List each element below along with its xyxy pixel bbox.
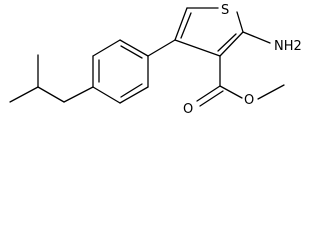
bond [174, 39, 221, 57]
bond [119, 86, 149, 104]
sulfur-atom-label: S [221, 3, 229, 18]
ester-oxygen-label: O [244, 93, 254, 108]
double-bond-inner [180, 12, 192, 39]
thiophene-ring [174, 7, 244, 57]
carbonyl-bond [199, 90, 224, 107]
amine-label: NH2 [274, 39, 302, 54]
amine-bond [242, 31, 271, 44]
double-bond-inner [120, 45, 143, 59]
double-bond-inner [120, 83, 143, 98]
bond [119, 39, 149, 57]
isobutyl-group [9, 54, 94, 103]
double-bond-inner [217, 33, 237, 52]
bond [9, 86, 39, 103]
methyl-bond [257, 84, 285, 100]
bond [92, 39, 121, 57]
aryl-link-bond [147, 39, 176, 57]
carbonyl-oxygen-label: O [183, 102, 193, 117]
bond [219, 31, 244, 57]
bond [219, 85, 243, 99]
bond [92, 86, 121, 104]
bond [37, 86, 65, 103]
bond [63, 86, 94, 103]
structure-drawing: S NH2 O O [9, 3, 302, 117]
bond [236, 11, 244, 33]
ester-group [196, 55, 285, 107]
molecule-structure: S NH2 O O [9, 3, 302, 117]
bond [174, 7, 188, 41]
carbonyl-bond [196, 85, 221, 102]
benzene-ring [92, 39, 149, 104]
